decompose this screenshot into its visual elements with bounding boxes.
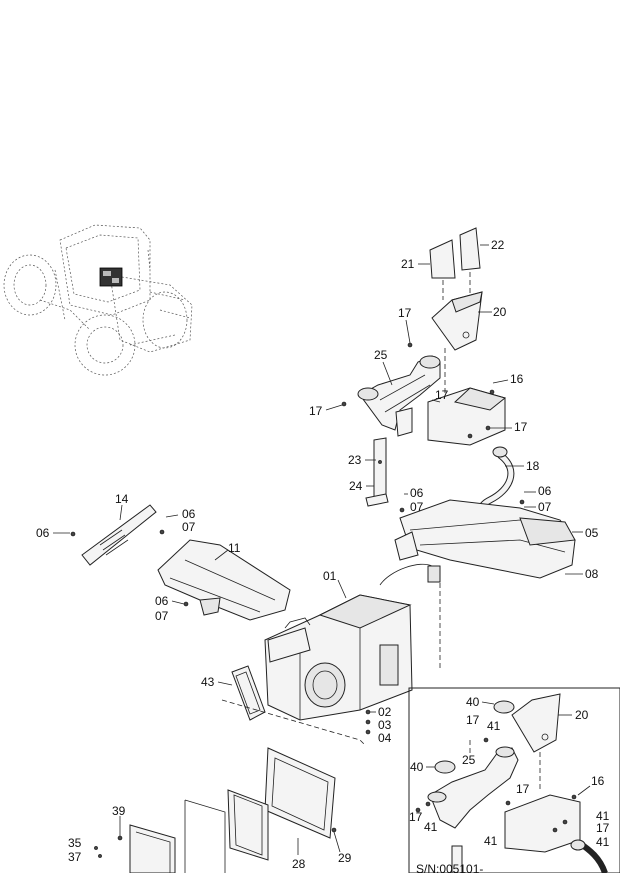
filter-frame (227, 789, 269, 861)
panel-28 (264, 747, 336, 839)
callout-07-c: 07 (182, 520, 196, 534)
bracket-23 (365, 437, 389, 507)
callout-17-a: 17 (398, 306, 412, 320)
callout-18: 18 (526, 459, 540, 473)
lower-housing (129, 824, 176, 873)
bracket-20 (431, 291, 483, 351)
inset-callout-40-a: 40 (466, 695, 480, 709)
main-duct-05 (394, 499, 576, 579)
inset-callout-41-b: 41 (596, 809, 610, 823)
callout-03: 03 (378, 718, 392, 732)
callout-01: 01 (323, 569, 337, 583)
callout-39: 39 (112, 804, 126, 818)
callout-05: 05 (585, 526, 599, 540)
inset-callout-41-a: 41 (487, 719, 501, 733)
callout-22: 22 (491, 238, 505, 252)
hvac-location-highlight (99, 267, 123, 287)
inset-callout-17-d: 17 (409, 810, 423, 824)
callout-37: 37 (68, 850, 82, 864)
callout-04: 04 (378, 731, 392, 745)
callout-25: 25 (374, 348, 388, 362)
callout-43: 43 (201, 675, 215, 689)
serial-variant-inset: 40 17 41 20 40 25 16 17 41 17 41 41 17 4… (408, 687, 620, 873)
filter-43 (231, 665, 266, 721)
callout-06-a: 06 (410, 486, 424, 500)
callout-06-e: 06 (155, 594, 169, 608)
callout-07-a: 07 (410, 500, 424, 514)
cover-14 (81, 504, 157, 566)
callout-08: 08 (585, 567, 599, 581)
inset-callout-17-c: 17 (596, 821, 610, 835)
duct-11 (157, 539, 291, 621)
callout-17-c: 17 (514, 420, 528, 434)
panel-21 (429, 239, 456, 279)
inset-serial-label: S/N:005101- (416, 862, 483, 873)
callout-07-b: 07 (538, 500, 552, 514)
inset-callout-17-b: 17 (516, 782, 530, 796)
callout-07-d: 07 (155, 609, 169, 623)
cover-block-16 (427, 387, 507, 446)
hvac-unit-01 (264, 594, 413, 721)
callout-14: 14 (115, 492, 129, 506)
callout-23: 23 (348, 453, 362, 467)
inset-callout-41-d: 41 (484, 834, 498, 848)
inset-callout-16: 16 (591, 774, 605, 788)
connector (427, 565, 441, 583)
inset-cap-40-a (493, 700, 515, 714)
callout-24: 24 (349, 479, 363, 493)
callout-17-b: 17 (435, 388, 449, 402)
callout-35: 35 (68, 836, 82, 850)
callout-20: 20 (493, 305, 507, 319)
callout-06-b: 06 (538, 484, 552, 498)
callout-06-d: 06 (182, 507, 196, 521)
gasket (184, 799, 226, 873)
inset-callout-25: 25 (462, 753, 476, 767)
callout-02: 02 (378, 705, 392, 719)
callout-11: 11 (228, 541, 241, 555)
inset-callout-20: 20 (575, 708, 589, 722)
inset-callout-40-b: 40 (410, 760, 424, 774)
callout-16: 16 (510, 372, 524, 386)
inset-callout-17-a: 17 (466, 713, 480, 727)
inset-callout-41-c: 41 (596, 835, 610, 849)
callout-28: 28 (292, 857, 306, 871)
inset-block-16 (504, 794, 581, 853)
callout-21: 21 (401, 257, 415, 271)
callout-17-d: 17 (309, 404, 323, 418)
callout-29: 29 (338, 851, 352, 865)
inset-cap-40-b (434, 760, 456, 774)
machine-locator-illustration (3, 224, 193, 376)
panel-22 (459, 227, 481, 271)
inset-bracket-20 (511, 693, 561, 753)
duct-25 (357, 355, 441, 437)
callout-labels: 21 22 20 17 25 16 17 17 17 23 18 24 06 0… (36, 238, 599, 871)
callout-06-c: 06 (36, 526, 50, 540)
inset-duct-25 (429, 747, 519, 829)
inset-callout-41-e: 41 (424, 820, 438, 834)
